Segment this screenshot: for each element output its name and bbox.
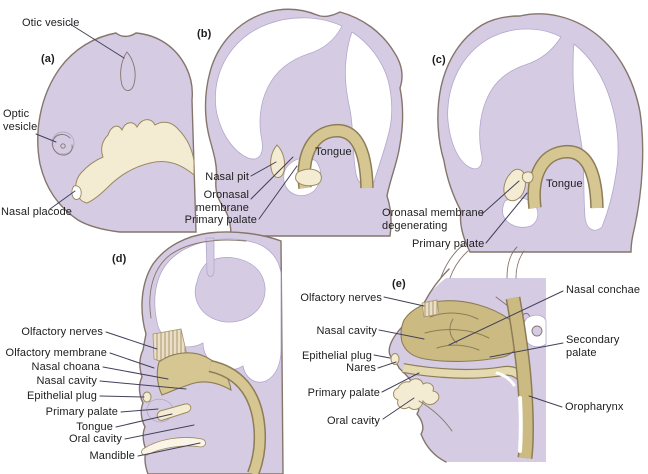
primary-palate-b (295, 168, 322, 187)
label-nasal-conchae: Nasal conchae (566, 284, 641, 296)
label-secondary-palate: Secondary palate (566, 334, 620, 359)
leader-primary-palate-d (120, 408, 159, 413)
label-oral-cavity-d: Oral cavity (68, 433, 122, 445)
label-tongue-d: Tongue (76, 421, 113, 433)
pharyngeal-band (208, 359, 267, 474)
brain-cavity-left (215, 17, 343, 160)
ventricle-slit (205, 237, 215, 277)
leader-oronasal-degenerating (481, 180, 520, 215)
label-otic-vesicle: Otic vesicle (22, 17, 80, 29)
label-optic-vesicle: Optic vesicle (3, 108, 38, 133)
leader-olfactory-membrane (109, 352, 155, 369)
panel-d-letter: (d) (112, 253, 127, 265)
leader-nasal-conchae (448, 290, 564, 346)
tongue-b (297, 123, 374, 189)
label-nares: Nares (346, 362, 376, 374)
label-nasal-choana: Nasal choana (31, 361, 100, 373)
leader-nasal-cavity-e (378, 329, 425, 340)
label-nasal-cavity-d: Nasal cavity (36, 375, 97, 387)
label-oropharynx: Oropharynx (565, 401, 624, 413)
label-oral-cavity-e: Oral cavity (326, 415, 380, 427)
label-olfactory-membrane: Olfactory membrane (5, 347, 107, 359)
panel-d-embryo-head (138, 231, 284, 474)
label-primary-palate-b: Primary palate (184, 214, 257, 226)
leader-oral-cavity-d (124, 424, 195, 440)
brain-cavity-left (447, 28, 562, 170)
leader-oral-cavity-e (382, 397, 415, 420)
oropharynx-lumen (518, 396, 523, 453)
leader-nares (377, 361, 397, 369)
leader-olfactory-nerves-e (383, 296, 425, 307)
eustachian-opening (531, 325, 543, 337)
epithelial-plug-e (390, 353, 400, 365)
label-tongue-b: Tongue (315, 146, 352, 158)
midbrain-mass (194, 257, 266, 323)
label-primary-palate-e: Primary palate (307, 387, 380, 399)
leader-primary-palate-e (381, 372, 420, 393)
leader-primary-palate-c (485, 192, 528, 244)
label-nasal-cavity-e: Nasal cavity (316, 325, 377, 337)
leader-oronasal-membrane (250, 156, 294, 200)
leader-epithelial-plug-d (99, 395, 145, 398)
leader-oropharynx (528, 395, 563, 408)
panel-c-letter: (c) (432, 54, 446, 66)
leader-tongue-d (115, 413, 173, 428)
panel-b-letter: (b) (197, 28, 212, 40)
tongue-d (156, 403, 192, 421)
label-oronasal-membrane-degenerating: Oronasal membrane degenerating (382, 207, 484, 232)
otic-vesicle (120, 51, 136, 91)
leader-nasal-pit (250, 161, 277, 177)
leader-lines (35, 23, 564, 457)
panel-a-embryo-head (37, 32, 197, 233)
label-mandible: Mandible (89, 450, 135, 462)
nasal-placode (71, 185, 82, 200)
mouth-line (418, 400, 453, 432)
label-oronasal-membrane: Oronasal membrane (195, 189, 249, 214)
oronasal-membrane-remnant (521, 171, 534, 184)
optic-vesicle (51, 131, 75, 156)
pharyngeal-arches (75, 119, 195, 204)
skull-top-lines (440, 244, 525, 279)
label-primary-palate-d: Primary palate (45, 406, 118, 418)
leader-secondary-palate (489, 342, 564, 358)
panel-b-embryo-head (204, 8, 404, 237)
label-olfactory-nerves-e: Olfactory nerves (300, 292, 382, 304)
olfactory-nerves-e (421, 299, 440, 318)
leader-nasal-placode (49, 190, 76, 210)
primary-palate-e (393, 378, 440, 410)
label-olfactory-nerves-d: Olfactory nerves (21, 326, 103, 338)
label-epithelial-plug-e: Epithelial plug (302, 350, 372, 362)
pharynx-band (505, 296, 534, 459)
inner-skull-line (149, 239, 247, 319)
leader-otic-vesicle (69, 23, 125, 59)
leader-primary-palate-b (258, 165, 298, 220)
label-primary-palate-c: Primary palate (412, 238, 485, 250)
leader-mandible (137, 442, 201, 457)
tongue-c (527, 144, 604, 209)
label-nasal-pit: Nasal pit (205, 171, 249, 183)
label-nasal-placode: Nasal placode (1, 206, 73, 218)
leader-epithelial-plug-e (373, 354, 391, 359)
leader-nasal-choana (102, 366, 169, 380)
label-epithelial-plug-d: Epithelial plug (27, 390, 97, 402)
leader-nasal-cavity-d (99, 380, 187, 390)
panel-e-letter: (e) (392, 278, 406, 290)
label-tongue-c: Tongue (546, 178, 583, 190)
leader-olfactory-nerves-d (105, 331, 158, 350)
nasal-conchae-lines (424, 312, 490, 351)
panel-a-letter: (a) (41, 53, 55, 65)
leader-optic-vesicle (35, 133, 57, 143)
panel-e-fetal-head (388, 244, 547, 463)
brain-cavity-right (572, 43, 619, 231)
